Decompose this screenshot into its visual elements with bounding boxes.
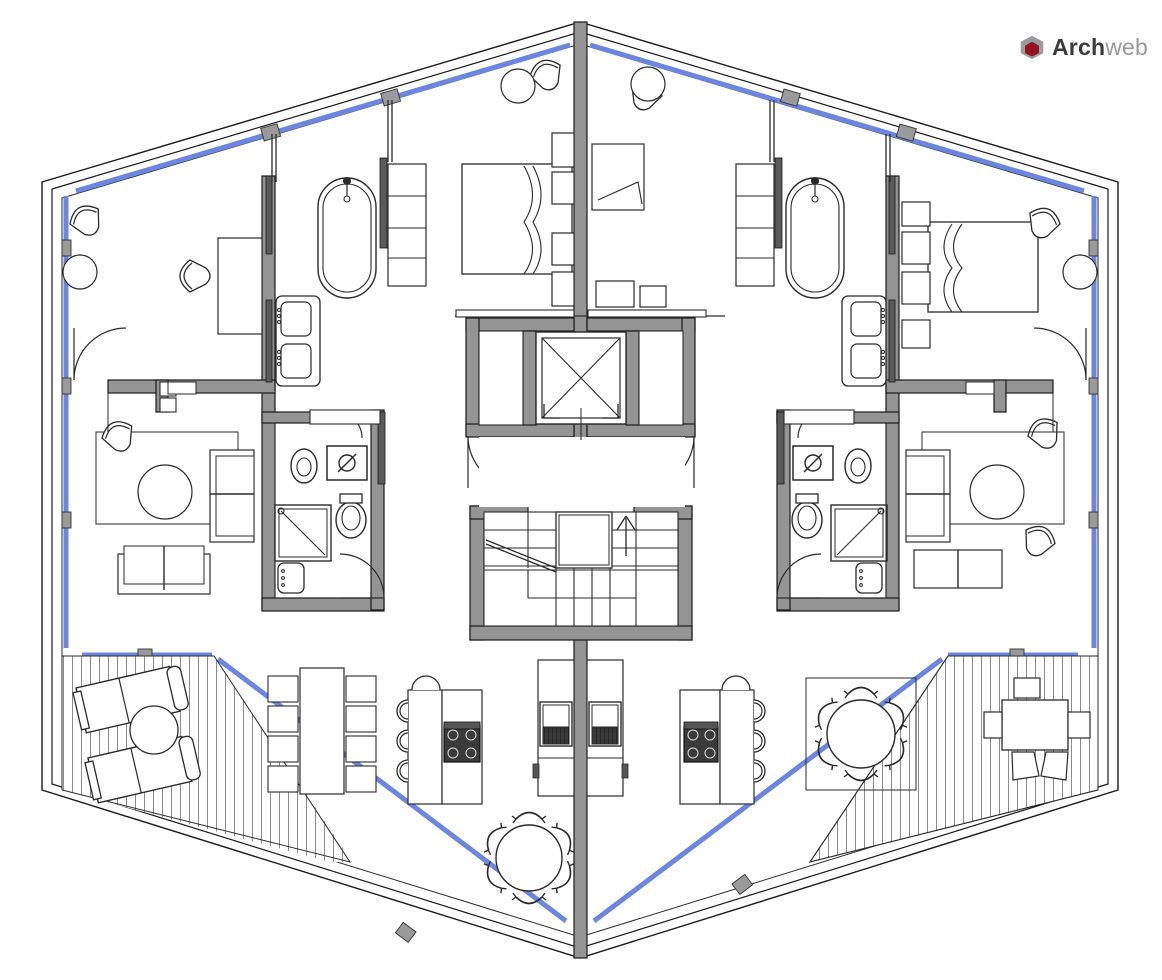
kitchen-island [679, 689, 755, 805]
bathroom-right [735, 163, 888, 594]
outdoor-chair [983, 711, 1003, 739]
logo-text-secondary: web [1105, 33, 1148, 60]
terrace-right-furniture [983, 677, 1091, 781]
cooktop [443, 721, 481, 763]
round-coffee-table [137, 464, 193, 520]
loveseat [913, 549, 1003, 589]
double-vanity [275, 295, 321, 387]
sink [855, 562, 883, 594]
bar-stool [721, 675, 751, 691]
toilet [791, 493, 823, 539]
dresser [591, 143, 667, 308]
shower [274, 504, 332, 562]
kitchen-right [679, 675, 917, 805]
round-side-table [129, 705, 179, 755]
washing-machine [326, 445, 368, 481]
logo-text-primary: Arch [1052, 33, 1106, 60]
round-coffee-table [969, 464, 1025, 520]
round-side-table [1062, 254, 1098, 290]
utility-closet-left [532, 659, 575, 797]
round-dining-table [805, 677, 917, 791]
outdoor-chair [1067, 711, 1091, 739]
bar-stool [411, 675, 441, 691]
house-hexagon-icon [1020, 35, 1044, 60]
double-vanity [841, 295, 887, 387]
loveseat [117, 545, 211, 595]
nightstand [901, 201, 931, 349]
utility-closet-right [586, 659, 629, 797]
washing-machine [792, 445, 834, 481]
toilet [335, 493, 367, 539]
thin-detail-lines [107, 381, 1054, 598]
master-bedroom-left [461, 55, 667, 308]
bathroom-left [274, 163, 427, 594]
outdoor-chair [1011, 751, 1040, 781]
outdoor-chair [1040, 751, 1069, 781]
round-side-table [630, 66, 666, 102]
outdoor-dining-table [1001, 699, 1069, 751]
wardrobe [735, 163, 775, 287]
living-room-left [95, 416, 255, 595]
double-bed [927, 221, 1039, 313]
nightstand [551, 132, 575, 307]
living-room-right [905, 431, 1065, 589]
interior-glass-partitions [271, 100, 891, 182]
counter [783, 409, 855, 425]
sofa [209, 449, 255, 543]
bidet [844, 448, 872, 484]
archweb-logo: Archweb [1019, 34, 1148, 60]
sofa [905, 449, 951, 543]
bidet [290, 448, 318, 484]
bathtub [317, 177, 377, 299]
up-arrow-icon [616, 515, 636, 556]
round-side-table [500, 68, 536, 104]
stairwell [483, 511, 679, 627]
area-rug [805, 677, 917, 791]
wardrobe [387, 163, 427, 287]
kitchen-left [267, 667, 483, 805]
archweb-wordmark: Archweb [1052, 33, 1148, 60]
outdoor-chair [1013, 677, 1041, 699]
bathtub [785, 177, 845, 299]
cooktop [683, 721, 719, 763]
master-bedroom-right [901, 201, 1098, 563]
mullion-post [61, 88, 1099, 944]
cabinet [159, 397, 177, 413]
counter [309, 409, 381, 425]
elevator-cab [535, 331, 627, 462]
lift-lobby [455, 309, 725, 507]
partition-walls [265, 157, 896, 485]
sink [277, 562, 305, 594]
round-side-table [62, 254, 98, 290]
desk [217, 237, 263, 335]
dining-table [267, 667, 377, 795]
kitchen-island [407, 689, 483, 805]
terrace-left-furniture [71, 663, 203, 805]
shower [830, 504, 888, 562]
round-dining-table-center [480, 811, 578, 905]
